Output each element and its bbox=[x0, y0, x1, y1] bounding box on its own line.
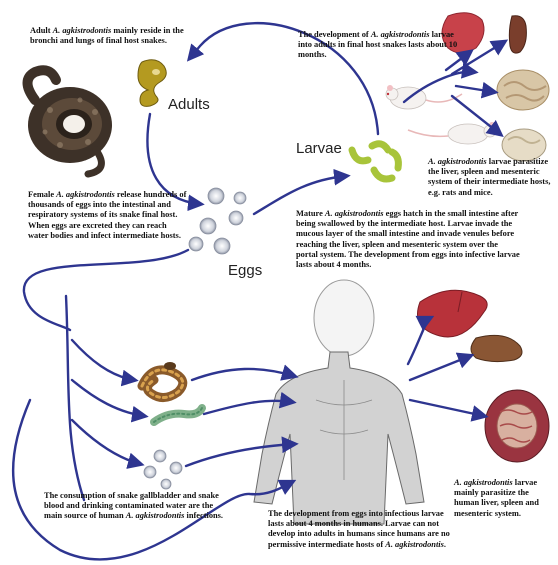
arrow-to-eggs-lower bbox=[70, 418, 145, 469]
arrow-eggs-down-left bbox=[22, 248, 190, 332]
text-larvae-to-adult: The development of A. agkistrodontis lar… bbox=[298, 30, 458, 60]
snake-icon bbox=[137, 362, 188, 402]
arrow-to-larva bbox=[70, 378, 149, 423]
adult-worm-icon bbox=[137, 59, 167, 107]
eggs-lower-icon bbox=[143, 449, 183, 490]
arrow-larva-to-human bbox=[202, 391, 297, 416]
label-larvae: Larvae bbox=[296, 140, 342, 157]
human-mesentery-icon bbox=[484, 389, 550, 463]
snake-final-host-icon bbox=[22, 65, 112, 178]
label-eggs: Eggs bbox=[228, 262, 263, 279]
arrow-human-to-liver bbox=[406, 315, 435, 366]
text-human-development: The development from eggs into infectiou… bbox=[268, 509, 450, 549]
arrow-bottom-loop bbox=[11, 398, 297, 561]
label-adults: Adults bbox=[168, 96, 210, 113]
arrow-to-tissue bbox=[450, 94, 504, 137]
rodent-tissue-icon bbox=[501, 128, 547, 162]
text-larvae-parasitize: A. agkistrodontis larvae parasitize the … bbox=[428, 157, 551, 197]
arrow-branch-main bbox=[64, 294, 86, 502]
text-human-parasitize: A. agkistrodontis larvae mainly parasiti… bbox=[454, 478, 539, 518]
arrow-snake-to-human bbox=[190, 364, 299, 382]
rodent-liver-icon bbox=[441, 12, 485, 54]
text-mature-eggs: Mature A. agkistrodontis eggs hatch in t… bbox=[296, 209, 520, 270]
arrow-larvae-to-adults bbox=[186, 22, 380, 136]
arrow-to-snake bbox=[70, 338, 139, 387]
text-consumption: The consumption of snake gallbladder and… bbox=[44, 491, 224, 521]
arrow-eggs-to-larvae bbox=[252, 168, 351, 216]
green-larva-icon bbox=[150, 404, 206, 426]
eggs-icon bbox=[188, 187, 247, 255]
rodent-mesentery-icon bbox=[496, 69, 550, 111]
arrow-human-to-spleen bbox=[408, 352, 475, 382]
arrow-eggs-to-human bbox=[184, 436, 299, 468]
rat-icon bbox=[407, 122, 497, 145]
human-spleen-icon bbox=[470, 334, 523, 363]
text-female-release: Female A. agkistrodontis release hundred… bbox=[28, 190, 187, 240]
text-adult-habitat: Adult A. agkistrodontis mainly reside in… bbox=[30, 26, 184, 46]
rodent-spleen-icon bbox=[508, 15, 527, 54]
arrow-larvae-to-mice bbox=[402, 61, 479, 104]
arrow-to-mesentery bbox=[454, 81, 499, 99]
arrow-to-spleen bbox=[450, 39, 509, 76]
arrow-human-to-mesentery bbox=[408, 398, 489, 422]
lifecycle-arrows bbox=[11, 22, 509, 561]
human-liver-icon bbox=[417, 289, 488, 338]
arrow-to-liver bbox=[444, 49, 474, 72]
larvae-icon bbox=[348, 140, 402, 183]
arrow-adults-to-eggs bbox=[146, 112, 205, 212]
